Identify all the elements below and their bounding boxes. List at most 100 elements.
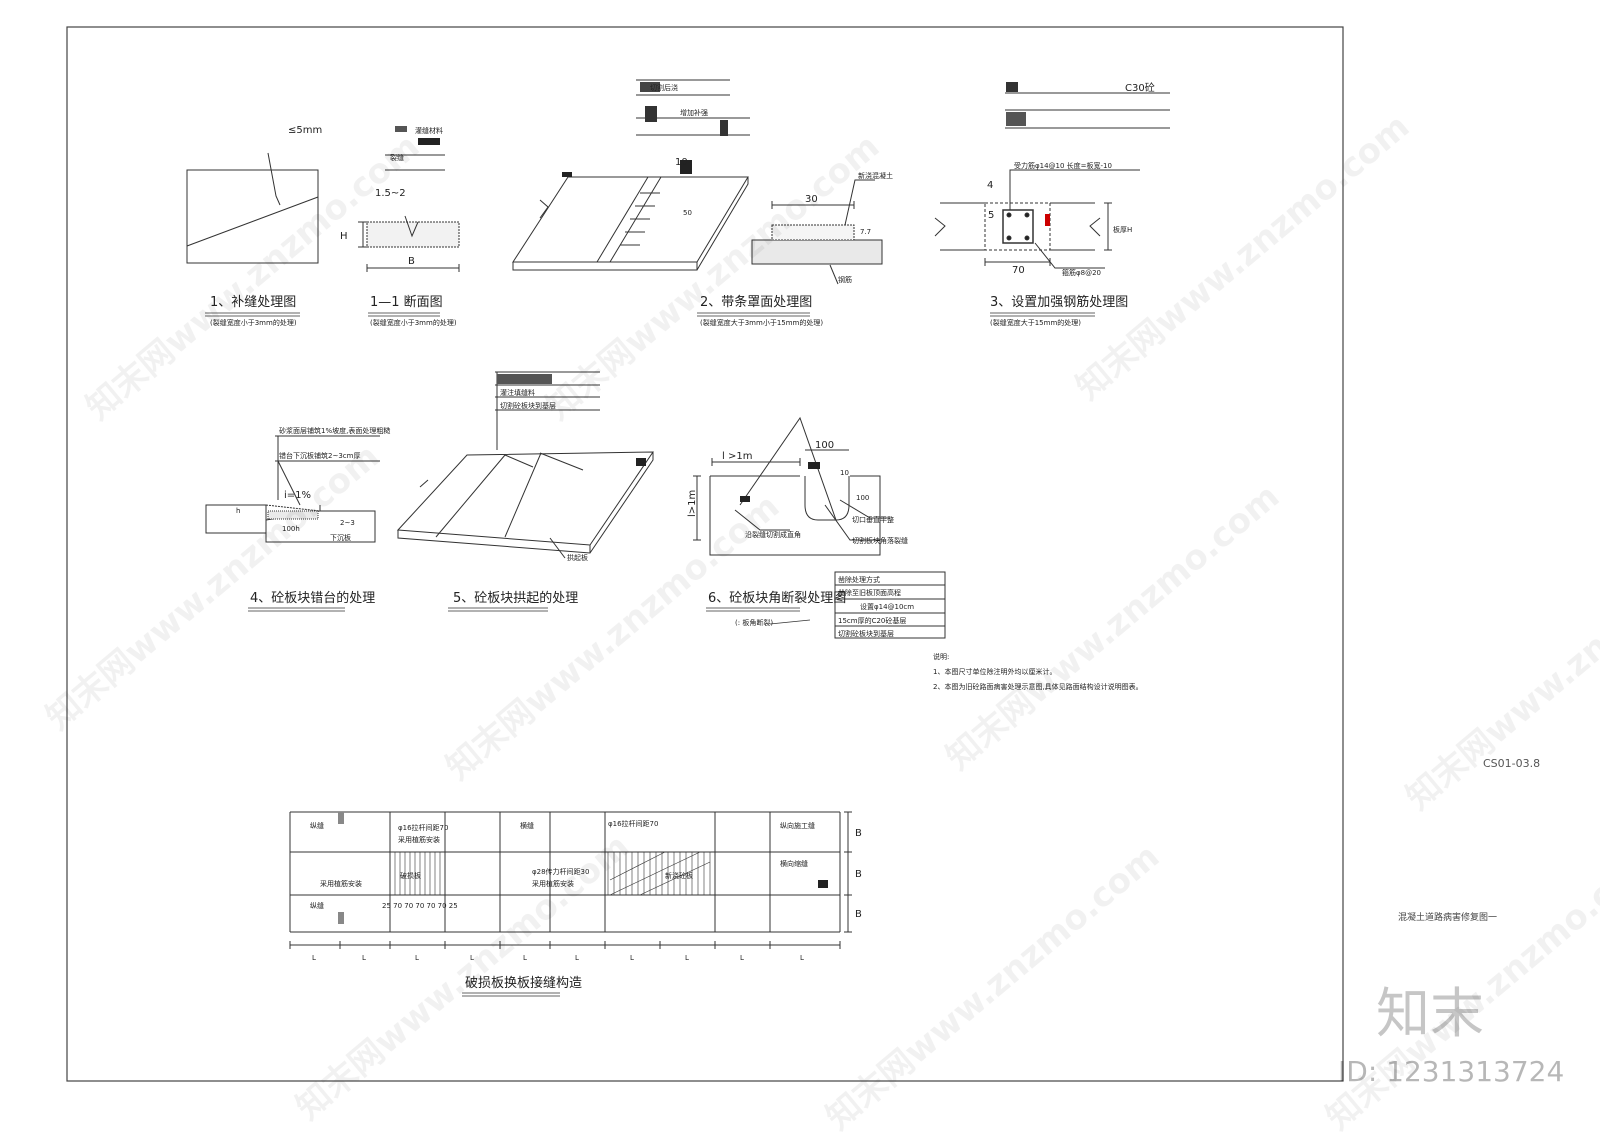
plan-label-6: 新浇砼板 (665, 871, 693, 880)
plan-dim-b-2: B (855, 869, 862, 880)
plan-dim-l-5: L (523, 954, 527, 962)
f6-label-1: 切口垂直平整 (852, 515, 894, 524)
plan-label-8: 横缝 (520, 821, 534, 830)
f5-title: 5、砼板块拱起的处理 (453, 590, 578, 606)
f4-dim-100h: 100h (282, 525, 300, 533)
notes-line-2: 2、本图为旧砼路面病害处理示意图,具体见路面结构设计说明图表。 (933, 682, 1143, 691)
f4-title: 4、砼板块错台的处理 (250, 590, 375, 606)
f6-dim-100: 100 (815, 440, 834, 451)
f6-dim-1m: l >1m (722, 451, 752, 462)
drawing-number: CS01-03.8 (1483, 757, 1540, 770)
f4-dim-23: 2~3 (340, 519, 355, 527)
plan-title: 破损板换板接缝构造 (465, 975, 582, 991)
plan-label-2: 采用植筋安装 (398, 835, 440, 844)
f6-dim-1m-v: l>1m (687, 490, 698, 517)
plan-dim-l-2: L (362, 954, 366, 962)
f6-table-row-2: 凿除至旧板顶面高程 (838, 588, 901, 597)
f4-slope: i=1% (284, 490, 311, 501)
notes-head: 说明: (933, 652, 949, 661)
f5-label-4: 拱起板 (567, 553, 588, 562)
figure-1-crack-fill: ≤5mm 1、补缝处理图 (裂缝宽度小于3mm的处理) (186, 125, 322, 327)
figure-5-blowup: 灌注填缝料 切割砼板块到基层 拱起板 5、砼板块拱起的处理 (396, 371, 654, 612)
plan-dim-l-10: L (800, 954, 804, 962)
drawing-border (66, 26, 1344, 1082)
f2-title: 2、带条罩面处理图 (700, 294, 812, 310)
f2-label-concrete: 新浇混凝土 (858, 171, 893, 180)
f3-label-c30: C30砼 (1125, 81, 1155, 94)
f11-title: 1—1 断面图 (370, 295, 443, 310)
plan-label-3: φ28传力杆间距30 (532, 867, 589, 876)
f2-label-rebar: 钢筋 (838, 275, 852, 284)
f11-dim-top: 1.5~2 (375, 188, 406, 199)
f3-dim-5: 5 (988, 210, 994, 221)
f6-table-row-5: 切割砼板块到基层 (838, 629, 894, 638)
plan-label-10: 纵向施工缝 (780, 821, 815, 830)
plan-label-7b: 纵缝 (310, 901, 324, 910)
f11-callout-2: 裂缝 (390, 153, 404, 162)
f2-dim-50: 50 (683, 209, 692, 217)
f3-note: (裂缝宽度大于15mm的处理) (990, 318, 1081, 327)
f2-dim-10: 10 (675, 157, 688, 168)
plan-dim-l-7: L (630, 954, 634, 962)
plan-dim-l-1: L (312, 954, 316, 962)
f11-callout-1: 灌缝材料 (415, 126, 443, 135)
f5-label-3: 切割砼板块到基层 (500, 401, 556, 410)
f6-label-2: 切割板块角落裂缝 (852, 536, 908, 545)
image-id: ID: 1231313724 (1338, 1055, 1564, 1088)
f2-dim-30: 30 (805, 194, 818, 205)
f3-dim-h: 板厚H (1113, 225, 1132, 234)
f6-table-row-3: 设置φ14@10cm (860, 602, 914, 611)
plan-dim-l-8: L (685, 954, 689, 962)
f2-note: (裂缝宽度大于3mm小于15mm的处理) (700, 318, 823, 327)
f6-table-row-1: 凿除处理方式 (838, 575, 880, 584)
f4-label-base: 下沉板 (330, 533, 351, 542)
figure-1-1-section: H B 1.5~2 灌缝材料 裂缝 1—1 断面图 (裂缝宽度小于3mm的处理) (340, 126, 460, 327)
f5-label-2: 灌注填缝料 (500, 388, 535, 397)
notes-block: 说明: 1、本图尺寸单位除注明外均以厘米计。 2、本图为旧砼路面病害处理示意图,… (933, 652, 1143, 691)
f1-top-label: ≤5mm (288, 125, 322, 136)
plan-label-3b: 采用植筋安装 (532, 879, 574, 888)
plan-dim-l-3: L (415, 954, 419, 962)
f6-dim-10: 10 (840, 469, 849, 477)
f1-note: (裂缝宽度小于3mm的处理) (210, 318, 297, 327)
f6-sub: (: 板角断裂) (735, 618, 773, 627)
figure-3-reinforcement: 70 4 5 板厚H 受力筋φ14@10 长度=板宽-10 箍筋φ8@20 C3… (934, 81, 1170, 327)
f3-title: 3、设置加强钢筋处理图 (990, 294, 1128, 310)
f11-note: (裂缝宽度小于3mm的处理) (370, 318, 457, 327)
plan-dim-l-9: L (740, 954, 744, 962)
plan-dim-l-4: L (470, 954, 474, 962)
f2-callout-2: 增加补强 (680, 108, 708, 117)
figure-6-corner-break: l >1m l>1m 100 10 100 沿裂缝切割成直角 切口垂直平整 切割… (687, 416, 946, 639)
figure-plan-joint: L L L L L L L L L L B B B φ16拉杆间距70 采用植筋… (289, 811, 862, 997)
plan-dim-l-6: L (575, 954, 579, 962)
f11-dim-b: B (408, 256, 415, 267)
sheet-title: 混凝土道路病害修复图一 (1398, 911, 1497, 923)
plan-label-1: φ16拉杆间距70 (398, 823, 448, 832)
plan-dims-row: 25 70 70 70 70 70 25 (382, 902, 458, 910)
f11-dim-h: H (340, 231, 348, 242)
plan-dim-b-3: B (855, 909, 862, 920)
plan-label-9: 横向缩缝 (780, 859, 808, 868)
f3-label-rebar: 受力筋φ14@10 长度=板宽-10 (1014, 161, 1112, 170)
figure-4-faulting: i=1% 100h h 2~3 下沉板 砂浆面层铺筑1%坡度,表面处理粗糙 错台… (205, 426, 390, 612)
brand-logo-text: 知末 (1376, 982, 1484, 1045)
f2-callout-1: 切割后浇 (650, 83, 678, 92)
notes-line-1: 1、本图尺寸单位除注明外均以厘米计。 (933, 667, 1056, 676)
f4-label-2: 错台下沉板铺筑2~3cm厚 (279, 451, 360, 460)
f6-dim-100v: 100 (856, 494, 869, 502)
f6-table-row-4: 15cm厚的C20砼基层 (838, 616, 906, 625)
f6-label-3: 沿裂缝切割成直角 (745, 530, 801, 539)
f3-dim-4: 4 (987, 180, 993, 191)
f6-title: 6、砼板块角断裂处理图 (708, 591, 846, 606)
f3-label-stirrup: 箍筋φ8@20 (1062, 268, 1101, 277)
f4-dim-h: h (236, 507, 240, 515)
f2-dim-77: 7.7 (860, 228, 871, 236)
figure-2-strip-overlay: 10 50 切割后浇 增加补强 30 7.7 钢筋 新浇混凝土 2、带条罩面处理… (512, 79, 893, 327)
f3-dim-70: 70 (1012, 265, 1025, 276)
plan-label-5: 破损板 (400, 871, 421, 880)
f4-label-1: 砂浆面层铺筑1%坡度,表面处理粗糙 (279, 426, 390, 435)
plan-label-2b: 采用植筋安装 (320, 879, 362, 888)
plan-label-7: 纵缝 (310, 821, 324, 830)
plan-dim-b-1: B (855, 828, 862, 839)
